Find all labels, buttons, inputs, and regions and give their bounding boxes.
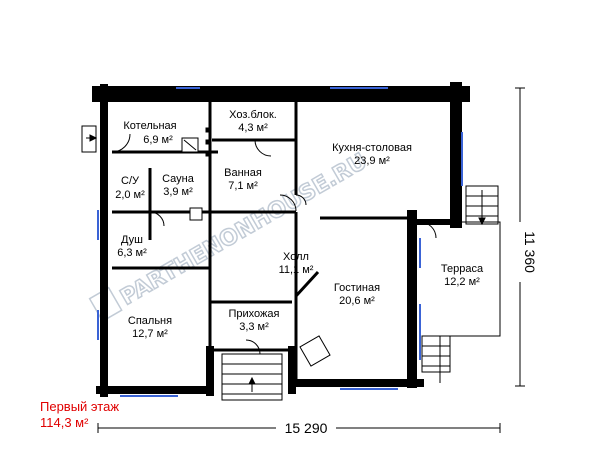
room-name: Кухня-столовая xyxy=(332,142,412,154)
room-name: С/У xyxy=(121,175,140,187)
width-dimension: 15 290 xyxy=(285,420,328,436)
room-area: 4,3 м² xyxy=(238,122,268,134)
room-name: Ванная xyxy=(224,167,262,179)
floor-area: 114,3 м² xyxy=(40,415,89,430)
floor-name: Первый этаж xyxy=(40,399,120,414)
doors xyxy=(111,133,437,355)
terrace-outline xyxy=(439,221,501,383)
room-name: Гостиная xyxy=(334,282,380,294)
height-dimension: 11 360 xyxy=(522,231,538,273)
fireplace-icon xyxy=(299,335,331,367)
room-area: 2,0 м² xyxy=(115,189,145,201)
room-area: 7,1 м² xyxy=(228,180,258,192)
room-area: 20,6 м² xyxy=(339,295,375,307)
windows xyxy=(97,87,463,397)
room-name: Хоз.блок. xyxy=(229,109,277,121)
room-area: 12,2 м² xyxy=(444,276,480,288)
room-area: 11,1 м² xyxy=(279,264,314,276)
walls xyxy=(92,82,470,397)
room-name: Котельная xyxy=(123,120,176,132)
interior-walls xyxy=(112,100,412,383)
room-area: 3,3 м² xyxy=(239,321,269,333)
room-name: Прихожая xyxy=(229,308,280,320)
room-area: 6,9 м² xyxy=(143,134,173,146)
room-area: 3,9 м² xyxy=(163,186,193,198)
room-area: 6,3 м² xyxy=(117,247,147,259)
room-labels: Котельная 6,9 м² Хоз.блок. 4,3 м² Кухня-… xyxy=(115,109,484,340)
room-name: Спальня xyxy=(128,315,172,327)
room-name: Душ xyxy=(121,234,143,246)
room-area: 23,9 м² xyxy=(354,155,390,167)
room-area: 12,7 м² xyxy=(132,328,168,340)
fixtures xyxy=(181,127,331,367)
room-name: Сауна xyxy=(162,173,195,185)
room-name: Терраса xyxy=(441,263,484,275)
sauna-stove-icon xyxy=(189,207,203,221)
room-name: Холл xyxy=(283,251,309,263)
floor-caption: Первый этаж 114,3 м² xyxy=(40,399,119,431)
stair-arrows xyxy=(86,134,486,392)
